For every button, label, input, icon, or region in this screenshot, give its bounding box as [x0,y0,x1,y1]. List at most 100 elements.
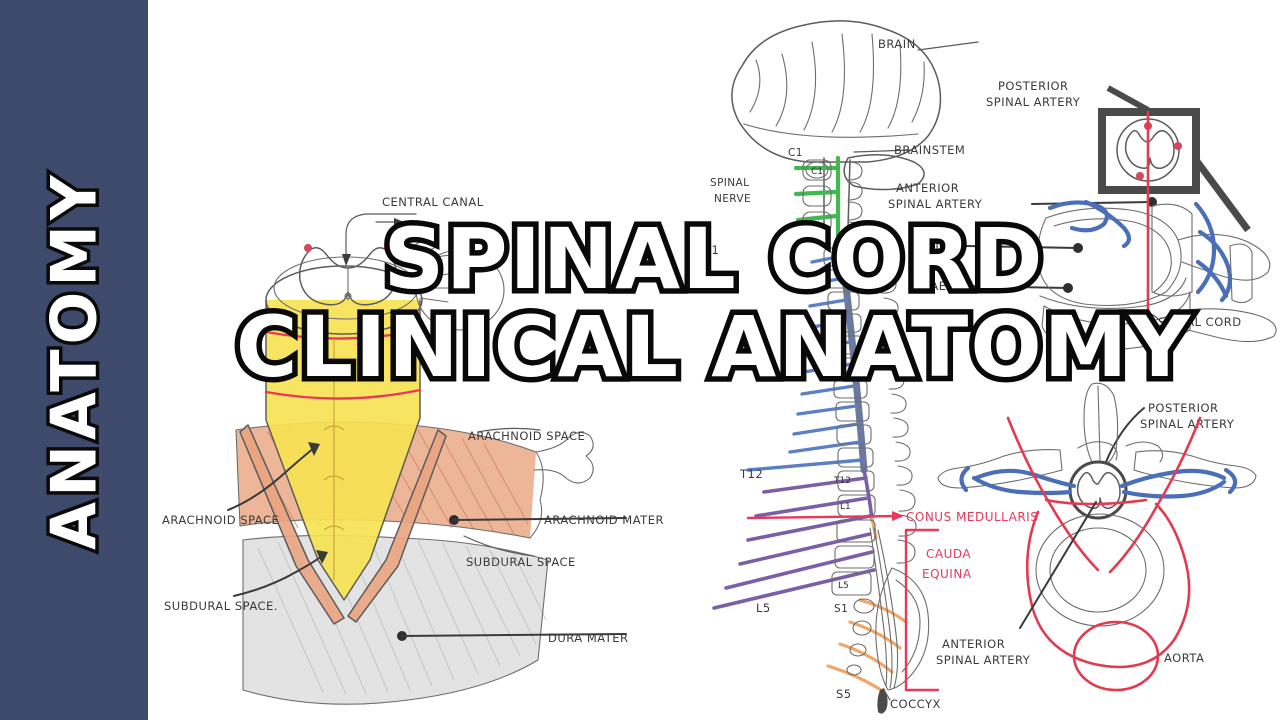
arachnoid-nub [533,431,594,484]
label-box-l5: L5 [838,581,849,591]
sidebar-brand-bar: ANATOMY [0,0,148,720]
cord-red-band-upper [264,328,422,340]
meninges-flap-right [348,430,446,622]
label-cauda-equina-line2: EQUINA [922,567,972,581]
anterior-artery-axial [1044,498,1148,506]
brainstem-leader [853,149,911,153]
vertebral-body-axial [1035,513,1165,627]
cord-midline-marks [323,340,345,580]
arachnoid-mater-leader [453,517,627,521]
label-anterior-spinal-artery-line2: SPINAL ARTERY [888,197,983,211]
label-posterior-spinal-artery-top-line2: SPINAL ARTERY [986,95,1081,109]
label-posterior-spinal-artery-top-line1: POSTERIOR [998,79,1069,93]
disc-leader [965,245,1079,249]
brain-sulci [743,33,925,138]
coccyx-leader [883,689,891,701]
label-anterior-spinal-artery-bottom-line2: SPINAL ARTERY [936,653,1031,667]
denticulate-rootlets [403,237,451,303]
label-box-l1: L1 [840,502,851,512]
label-spinal-cord-right: SPINAL CORD [1158,315,1242,329]
arachnoid-space-right-leader [477,427,541,433]
label-spinal-nerve-line1: SPINAL [710,177,749,189]
label-spinal-nerve-line2: NERVE [714,193,751,205]
spinous-process-ridge [1097,385,1101,461]
arachnoid-space-left-leader [227,447,315,511]
anterior-spinal-artery-anchor [1147,197,1157,207]
vertebrae-anchor [1063,283,1073,293]
subdural-space-left-arrow [316,550,328,564]
label-coccyx: COCCYX [890,697,941,711]
inset-pointer-right [1193,157,1251,233]
meninges-flap-left-outline [239,424,345,625]
brainstem-right [847,159,851,229]
central-canal-arrow [342,254,351,266]
subdural-space-right-leader [463,535,535,557]
brain-outline [731,20,942,163]
left-facet [1077,441,1118,461]
label-arachnoid-mater: ARACHNOID MATER [544,513,664,527]
label-arachnoid-space-left-line1: ARACHNOID SPACE [162,513,279,527]
spinous-processes-cervical [847,161,863,241]
central-canal-sub-arrow [394,218,404,226]
label-t1: T1 [703,243,719,257]
label-vertebrae: BRAE [914,279,947,293]
diagram-right-axial: POSTERIOR SPINAL ARTERY [936,382,1257,692]
sacrum [875,567,930,691]
adjacent-vertebra-edge [1229,243,1253,304]
inset-lateral-artery-dot [1174,142,1182,150]
right-facet [1125,441,1164,463]
sacral-foramina [846,598,875,676]
label-anterior-spinal-artery-bottom-line1: ANTERIOR [942,637,1005,651]
vertebrae-leader [957,285,1069,289]
meninges-flap-right-outline [347,429,447,623]
coccyx-bone [877,688,888,714]
root-pin-right [384,244,392,252]
aorta-ring [1072,620,1160,692]
anterior-spinal-artery-bottom-leader [1019,501,1097,629]
label-posterior-spinal-artery-bottom-line2: SPINAL ARTERY [1140,417,1235,431]
inset-anterior-artery-dot [1136,172,1144,180]
label-subdural-space-right: SUBDURAL SPACE [466,555,576,569]
sacrum-inner [895,579,921,673]
label-conus-medullaris: CONUS MEDULLARIS [906,510,1038,524]
segmental-vessels-lateral [1047,199,1233,303]
vertebral-bodies [823,247,876,596]
root-pin-left [304,244,312,252]
vertebra-endplate [1053,218,1172,293]
conus-medullaris-leader [746,514,902,520]
label-anterior-spinal-artery-line1: ANTERIOR [896,181,959,195]
segmental-veins-axial [959,465,1238,499]
dorsal-root-sleeve [415,249,505,331]
cauda-equina-bracket [904,528,940,692]
thoracic-nerve-roots [746,254,864,472]
rootlet-a [419,254,471,263]
label-arachnoid-space-right: ARACHNOID SPACE [468,429,585,443]
cord-grey-matter-axial [1076,471,1121,510]
cord-red-band-lower [264,388,422,400]
cord-inset-grey-matter [1124,129,1175,170]
label-subdural-space-left: SUBDURAL SPACE. [164,599,278,613]
diagram-left-meninges: CENTRAL CANAL ARACHNOID SPACE SUBDURAL S… [162,195,664,705]
anatomy-illustration: CENTRAL CANAL ARACHNOID SPACE SUBDURAL S… [162,20,1277,714]
spinal-cord-body-outline [265,299,421,601]
spinal-cord-body-yellow [266,300,420,600]
cerebellum [843,154,925,191]
label-s1: S1 [834,603,848,615]
diagram-center-spine: C1 BRAIN BRAINSTEM C1 SPINAL NERVE [703,20,1157,714]
dura-mater-leader [401,633,627,637]
left-transverse-process [937,449,1063,489]
right-transverse-process [1133,450,1257,489]
label-l5: L5 [756,601,771,615]
spinous-process-lateral [1185,308,1277,343]
label-brainstem: BRAINSTEM [894,143,965,157]
label-disc: DISC [926,239,956,253]
vertebral-canal [1151,203,1193,297]
central-canal-dot [344,292,352,300]
inset-pointer-left [1106,85,1150,113]
label-box-t12: T12 [833,476,851,486]
vertebra-body-upper [1037,207,1182,306]
cord-cross-section-disc [265,265,423,335]
posterior-spinal-artery-bottom-leader [1105,407,1145,463]
disc-anchor [1073,243,1083,253]
